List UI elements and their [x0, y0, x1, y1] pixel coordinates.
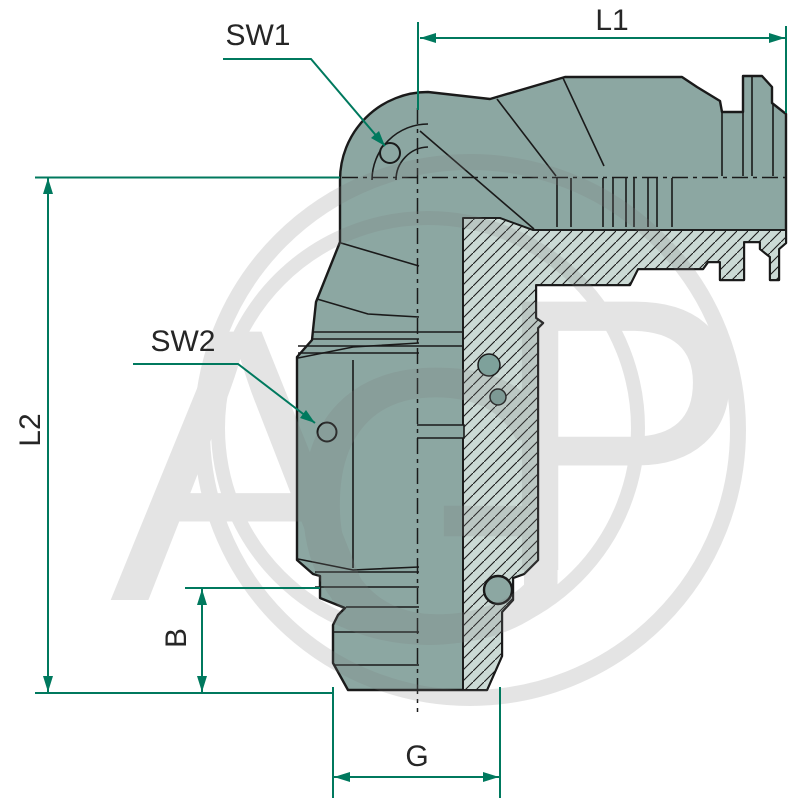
b-label: B: [160, 628, 193, 648]
sw2-arrowhead: [300, 410, 315, 423]
l2-label: L2: [14, 413, 47, 446]
female-thread-lines: [556, 178, 673, 227]
l1-extension-lines: [417, 22, 787, 113]
sw2-hole: [316, 421, 338, 443]
stud-thread-lines: [315, 586, 419, 666]
b-arrow-bottom: [197, 676, 207, 692]
g-extension-lines: [332, 687, 501, 798]
b-arrow-top: [197, 589, 207, 605]
elbow-facet-lines: [316, 77, 605, 318]
body-silhouette: [295, 74, 788, 692]
hex-facet-lines: [297, 342, 420, 573]
l1-arrow-right: [769, 33, 785, 43]
centerlines: [342, 108, 791, 712]
sw2-leader-line: [133, 363, 316, 424]
l2-arrow-top: [43, 178, 53, 194]
l2-extension-lines: [35, 176, 340, 694]
sw1-arrowhead: [371, 131, 385, 146]
g-arrow-left: [334, 772, 350, 782]
sw1-hole: [379, 142, 401, 164]
dimension-l2: L2: [14, 176, 340, 694]
dimension-l1: L1: [417, 4, 787, 113]
dimension-g: G: [332, 687, 501, 798]
elbow-inner-arcs: [371, 123, 429, 181]
dimension-b: B: [160, 587, 320, 692]
g-label: G: [405, 740, 428, 773]
washer-lines: [298, 331, 462, 354]
leader-sw1: SW1: [223, 19, 386, 147]
sw1-label: SW1: [225, 19, 290, 52]
section-hatch-pattern: [462, 217, 787, 691]
g-arrow-right: [483, 772, 499, 782]
tube-end-groove-lines: [721, 77, 774, 176]
l1-label: L1: [595, 4, 628, 37]
ball-large: [477, 353, 501, 377]
leader-sw2: SW2: [133, 325, 316, 424]
l2-arrow-bottom: [43, 676, 53, 692]
sw1-leader-line: [223, 58, 386, 147]
l1-arrow-left: [420, 33, 436, 43]
ball-small: [489, 388, 507, 406]
o-ring: [482, 574, 514, 606]
fitting-body: [295, 74, 788, 692]
cross-port: [417, 424, 465, 439]
sw2-label: SW2: [150, 325, 215, 358]
section-hatch: [417, 217, 787, 691]
